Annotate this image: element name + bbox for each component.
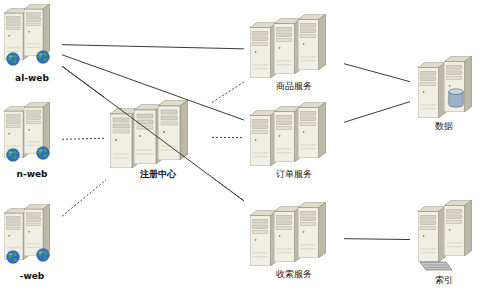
connector-line bbox=[212, 82, 244, 102]
server-label: 订单服务 bbox=[244, 169, 344, 180]
server-label: n-web bbox=[2, 169, 62, 180]
connector-line bbox=[62, 138, 104, 139]
connector-line bbox=[344, 238, 410, 240]
server-group: -web bbox=[2, 200, 62, 282]
server-group: al-web bbox=[2, 4, 62, 84]
connector-line bbox=[62, 180, 106, 216]
server-group: 商品服务 bbox=[244, 8, 344, 92]
server-group: 索引 bbox=[410, 194, 478, 286]
server-label: 数据 bbox=[410, 121, 478, 132]
server-label: al-web bbox=[2, 73, 62, 84]
server-label: 商品服务 bbox=[244, 81, 344, 92]
server-group: 订单服务 bbox=[244, 96, 344, 180]
server-label: -web bbox=[2, 271, 62, 282]
server-group: 收索服务 bbox=[244, 196, 344, 280]
server-group: 注册中心 bbox=[104, 94, 212, 180]
server-group: 数据 bbox=[410, 50, 478, 132]
connector-line bbox=[62, 55, 244, 120]
server-label: 注册中心 bbox=[104, 169, 212, 180]
connector-line bbox=[212, 137, 244, 138]
server-group: n-web bbox=[2, 100, 62, 180]
connector-line bbox=[212, 177, 244, 201]
connector-line bbox=[62, 66, 244, 201]
connector-line bbox=[344, 64, 410, 82]
connector-line bbox=[62, 45, 244, 49]
server-label: 收索服务 bbox=[244, 269, 344, 280]
server-label: 索引 bbox=[410, 275, 478, 286]
connector-line bbox=[344, 102, 410, 123]
